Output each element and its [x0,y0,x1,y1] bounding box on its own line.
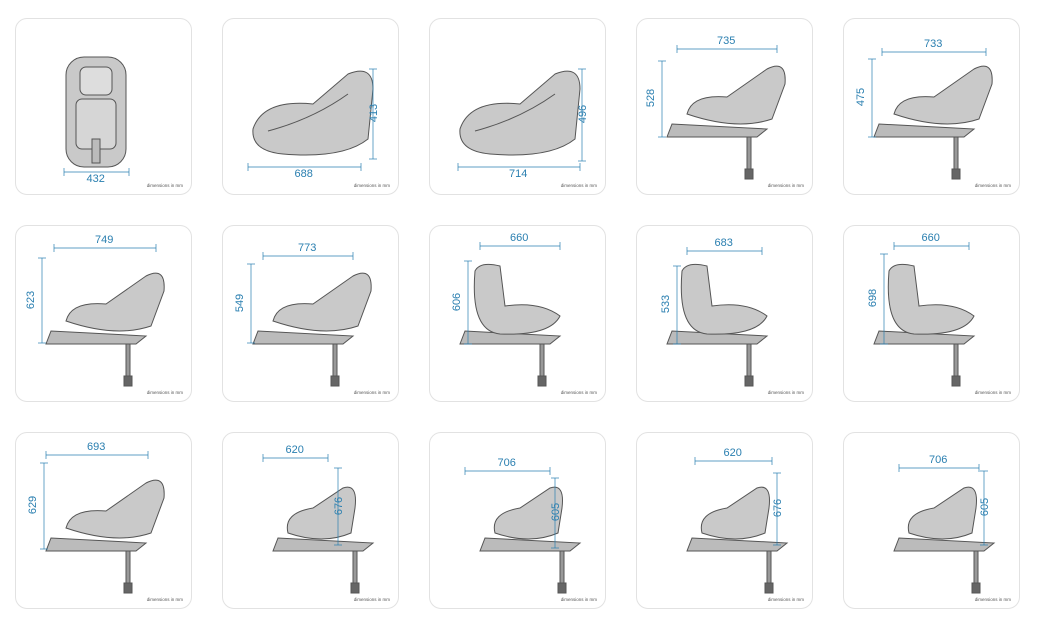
height-dimension: 528 [645,88,658,108]
dimension-card-front[interactable]: 432 dimensions in mm [15,18,192,195]
dimension-card-base-rear-reclined[interactable]: 735 528 dimensions in mm [636,18,813,195]
width-dimension: 683 [714,237,733,249]
height-dimension: 475 [855,87,868,107]
car-seat-drawing [247,252,372,387]
dimension-card-side[interactable]: 688 413 dimensions in mm [222,18,399,195]
dimension-card-base-rear[interactable]: 773 549 dimensions in mm [222,225,399,402]
car-seat-drawing [459,242,562,387]
car-seat-drawing [893,464,996,594]
height-dimension: 533 [660,294,673,314]
height-dimension: 549 [234,293,247,312]
dimension-card-base-sideways[interactable]: 706 605 dimensions in mm [843,432,1020,609]
height-dimension: 605 [550,502,563,522]
height-dimension: 676 [772,498,785,518]
car-seat-drawing [63,56,130,176]
width-dimension: 693 [87,441,106,453]
car-seat-drawing [686,457,789,594]
car-seat-drawing [464,467,582,594]
units-caption: dimensions in mm [353,183,390,188]
width-dimension: 733 [924,38,943,50]
dimension-card-base-sideways[interactable]: 706 605 dimensions in mm [429,432,606,609]
height-dimension: 605 [979,497,992,517]
width-dimension: 620 [285,444,304,456]
width-dimension: 660 [921,232,940,244]
units-caption: dimensions in mm [146,390,183,395]
height-dimension: 676 [333,496,346,515]
dimension-card-base-sideways[interactable]: 620 676 dimensions in mm [636,432,813,609]
width-dimension: 749 [95,234,114,246]
width-dimension: 735 [717,35,736,47]
height-dimension: 698 [867,288,880,308]
car-seat-drawing [262,454,375,594]
car-seat-drawing [868,48,993,180]
car-seat-drawing [666,247,769,387]
car-seat-drawing [247,68,377,171]
dimension-card-base-rear[interactable]: 749 623 dimensions in mm [15,225,192,402]
width-dimension: 620 [723,447,742,459]
height-dimension: 496 [577,104,590,124]
car-seat-drawing [40,451,165,594]
dimension-card-base-rear-reclined[interactable]: 733 475 dimensions in mm [843,18,1020,195]
car-seat-drawing [873,242,976,387]
car-seat-drawing [658,45,786,180]
width-dimension: 660 [510,232,529,244]
units-caption: dimensions in mm [146,597,183,602]
width-dimension: 688 [294,168,313,180]
units-caption: dimensions in mm [767,183,804,188]
units-caption: dimensions in mm [353,597,390,602]
units-caption: dimensions in mm [974,390,1011,395]
dimension-card-side[interactable]: 714 496 dimensions in mm [429,18,606,195]
dimension-card-base-forward[interactable]: 660 606 dimensions in mm [429,225,606,402]
height-dimension: 606 [451,292,464,311]
units-caption: dimensions in mm [560,183,597,188]
dimension-card-base-forward[interactable]: 683 533 dimensions in mm [636,225,813,402]
units-caption: dimensions in mm [353,390,390,395]
width-dimension: 773 [298,242,317,254]
car-seat-drawing [38,244,165,387]
units-caption: dimensions in mm [767,390,804,395]
height-dimension: 629 [27,495,40,515]
units-caption: dimensions in mm [560,390,597,395]
width-dimension: 432 [86,173,105,185]
width-dimension: 706 [929,454,948,466]
dimension-card-base-sideways[interactable]: 620 676 dimensions in mm [222,432,399,609]
dimension-card-base-forward[interactable]: 660 698 dimensions in mm [843,225,1020,402]
width-dimension: 706 [497,457,516,469]
height-dimension: 413 [368,103,381,123]
height-dimension: 623 [25,290,38,309]
dimension-card-base-rear[interactable]: 693 629 dimensions in mm [15,432,192,609]
units-caption: dimensions in mm [974,597,1011,602]
units-caption: dimensions in mm [974,183,1011,188]
units-caption: dimensions in mm [767,597,804,602]
width-dimension: 714 [509,168,528,180]
car-seat-drawing [457,68,586,171]
units-caption: dimensions in mm [146,183,183,188]
units-caption: dimensions in mm [560,597,597,602]
